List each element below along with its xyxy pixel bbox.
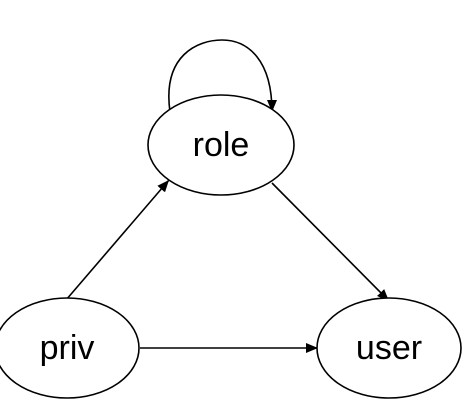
node-priv-label: priv [40, 329, 95, 367]
node-role: role [147, 94, 295, 196]
edge-role-to-user [271, 182, 390, 302]
node-role-ellipse [147, 94, 295, 196]
node-user-ellipse [316, 297, 462, 399]
edge-role-self-loop [168, 39, 277, 113]
node-priv: priv [0, 297, 140, 399]
edge-priv-to-role [65, 179, 170, 301]
node-role-label: role [193, 126, 250, 164]
node-priv-ellipse [0, 297, 140, 399]
node-user-label: user [356, 329, 422, 367]
node-user: user [316, 297, 462, 399]
